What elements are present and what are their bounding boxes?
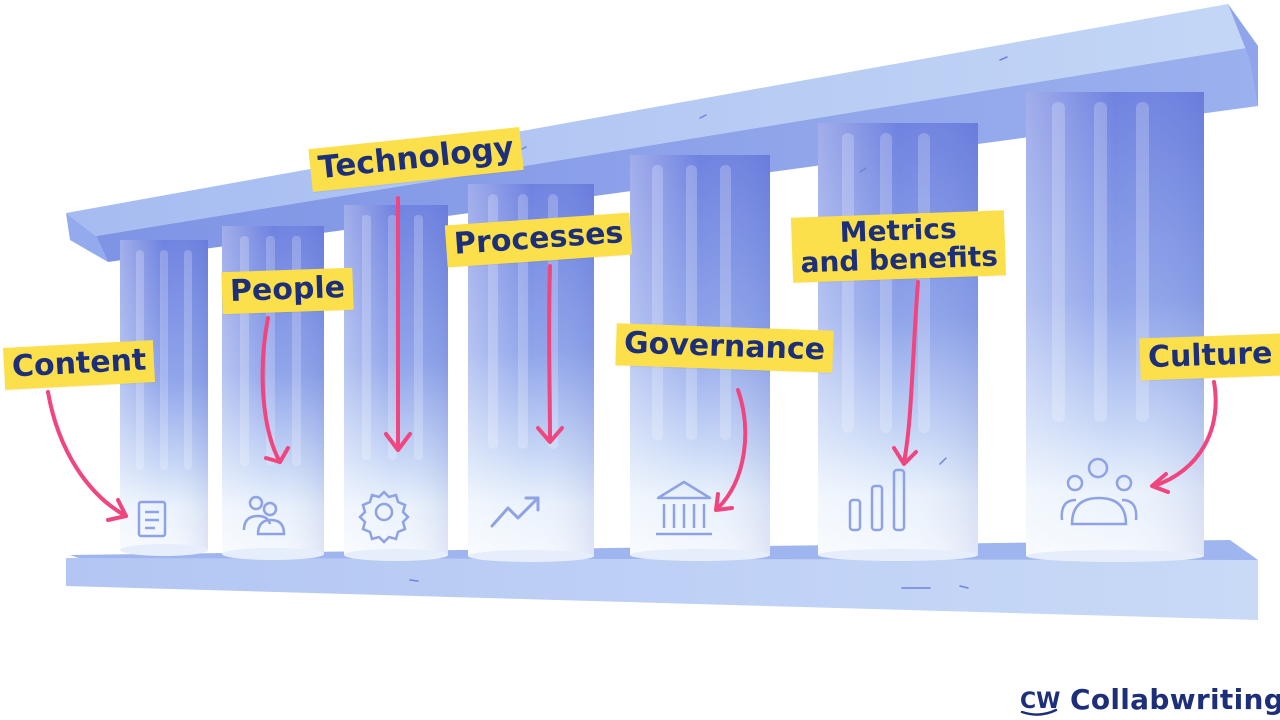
label-people: People (221, 267, 354, 314)
team-icon (1060, 457, 1138, 526)
arrow-processes (536, 264, 564, 444)
brand-mark-text: CW (1020, 689, 1060, 714)
label-content: Content (3, 340, 156, 390)
brand-logo: CW Collabwriting (1018, 682, 1280, 716)
document-icon (137, 500, 167, 538)
column-culture (1026, 92, 1204, 562)
brand-name: Collabwriting (1070, 682, 1280, 716)
column-content (120, 240, 208, 556)
gear-icon (358, 490, 410, 544)
arrow-content (46, 390, 128, 522)
arrow-metrics (892, 280, 920, 466)
people-icon (242, 495, 286, 536)
column-metrics (818, 123, 978, 561)
arrows (46, 196, 1218, 522)
arrow-governance (714, 388, 748, 512)
trend-arrow-icon (490, 496, 540, 528)
arrow-technology (384, 196, 412, 452)
texture-marks (409, 56, 1008, 589)
collabwriting-logo-icon: CW (1020, 689, 1060, 716)
label-metrics-line2: and benefits (799, 239, 999, 280)
bar-chart-icon (848, 468, 906, 532)
label-culture: Culture (1139, 333, 1280, 380)
label-governance: Governance (615, 323, 834, 373)
arrow-people (260, 316, 290, 464)
bank-icon (656, 480, 712, 536)
label-metrics-and-benefits: Metrics and benefits (790, 210, 1007, 283)
arrow-culture (1150, 380, 1218, 494)
